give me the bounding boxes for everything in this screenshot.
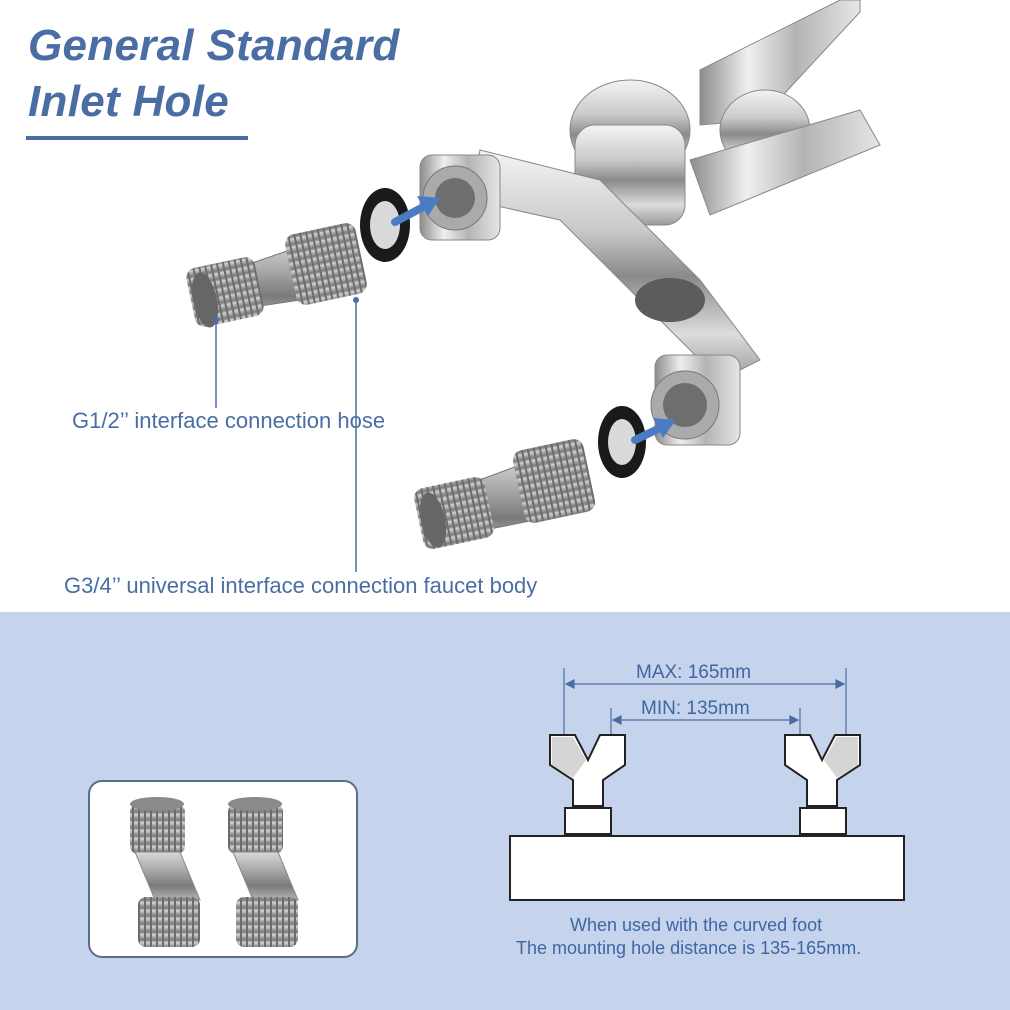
adapter-photo-box: [88, 780, 358, 958]
curved-foot-adapter-image: [414, 439, 596, 549]
faucet-image: [419, 0, 881, 446]
heading-underline: [26, 136, 248, 140]
note-line-1: When used with the curved foot: [570, 915, 823, 935]
rubber-washer-image: [598, 406, 646, 478]
curved-foot-adapter-image: [186, 223, 367, 328]
hose-interface-caption: G1/2’’ interface connection hose: [72, 408, 386, 433]
arrow-icon: [391, 196, 440, 226]
callout-lines: [213, 297, 359, 572]
heading-line-2: Inlet Hole: [28, 77, 230, 126]
min-distance-label: MIN: 135mm: [641, 698, 750, 719]
product-illustration: [186, 0, 881, 572]
rubber-washer-image: [360, 188, 410, 262]
heading-line-1: General Standard: [28, 21, 400, 70]
max-distance-label: MAX: 165mm: [636, 662, 752, 683]
arrow-icon: [631, 418, 676, 444]
note-line-2: The mounting hole distance is 135-165mm.: [516, 938, 862, 958]
body-interface-caption: G3/4’’ universal interface connection fa…: [64, 573, 538, 598]
curved-foot-adapter-image: [130, 797, 299, 947]
